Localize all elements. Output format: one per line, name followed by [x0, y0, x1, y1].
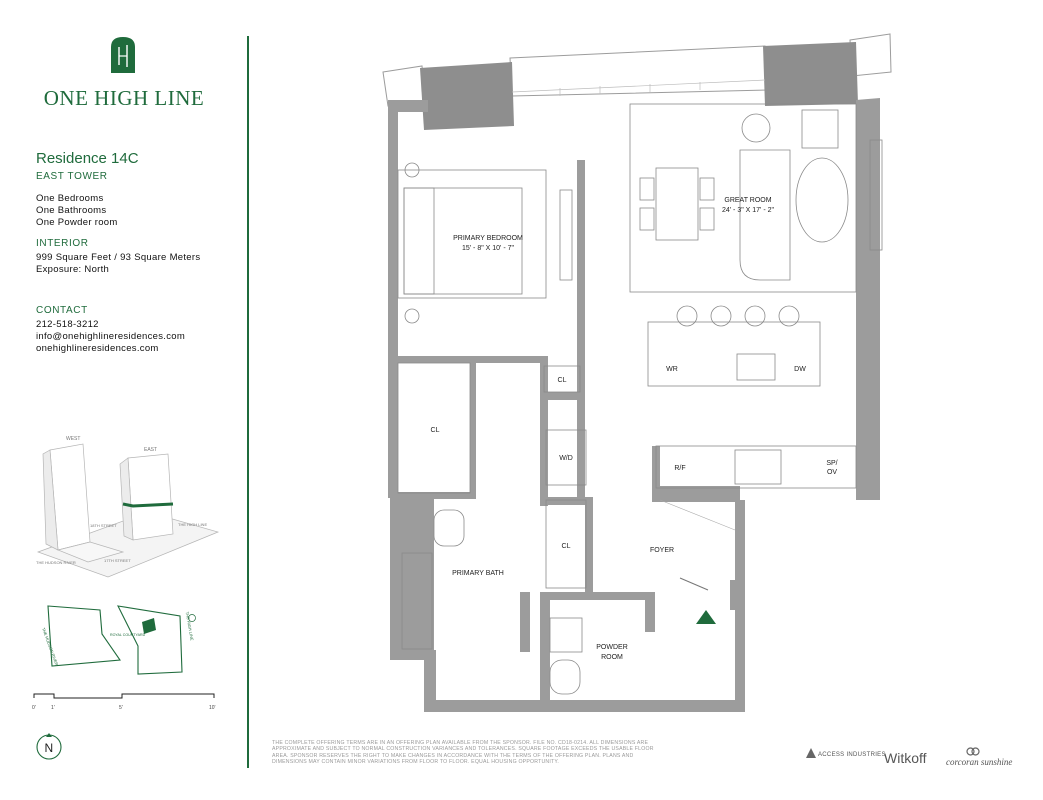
- floor-plan: GREAT ROOM 24' - 3" X 17' - 2" PRIMARY B…: [382, 33, 892, 712]
- contact-heading: CONTACT: [36, 305, 88, 316]
- scale-bar: 0' 1' 5' 10': [32, 693, 216, 711]
- aerial-label-high-line: THE HIGH LINE: [178, 522, 207, 527]
- structural-columns: [420, 42, 858, 130]
- interior-walls: [398, 160, 738, 702]
- sidebar-divider: [247, 36, 249, 768]
- room-label-sp: SP/: [826, 460, 837, 467]
- room-count-list: One Bedrooms One Bathrooms One Powder ro…: [36, 193, 118, 229]
- contact-details: 212-518-3212 info@onehighlineresidences.…: [36, 319, 185, 355]
- sitemap-label-high-line: THE HIGH LINE: [185, 611, 195, 641]
- room-dims-great-room: 24' - 3" X 17' - 2": [722, 207, 775, 214]
- brand-access-industries: ACCESS INDUSTRIES: [818, 752, 886, 758]
- scale-label-1: 1': [51, 705, 55, 711]
- sitemap-label-courtyard: ROYAL COURTYARD: [110, 633, 146, 637]
- scale-label-10: 10': [209, 705, 216, 711]
- brand-witkoff: Witkoff: [884, 750, 927, 766]
- aerial-label-17th-street: 17TH STREET: [104, 558, 131, 563]
- room-label-foyer: FOYER: [650, 547, 674, 554]
- building-aerial-illustration: WEST EAST 18TH STREET 17TH STREET THE HI…: [36, 436, 220, 578]
- scale-label-5: 5': [119, 705, 123, 711]
- room-count-bathrooms: One Bathrooms: [36, 205, 107, 216]
- aerial-label-18th-street: 18TH STREET: [90, 523, 117, 528]
- logo-wordmark: ONE HIGH LINE: [43, 86, 205, 110]
- compass-north-label: N: [45, 741, 54, 755]
- aerial-label-east: EAST: [144, 447, 157, 453]
- room-label-cl-bath: CL: [562, 543, 571, 550]
- north-compass-icon: N: [36, 733, 62, 760]
- brand-corcoran-sunshine: corcoran sunshine: [946, 757, 1013, 767]
- interior-heading: INTERIOR: [36, 238, 89, 249]
- residence-title: Residence 14C: [36, 150, 139, 167]
- room-count-powder: One Powder room: [36, 217, 118, 228]
- scale-label-0: 0': [32, 705, 36, 711]
- legal-disclaimer: THE COMPLETE OFFERING TERMS ARE IN AN OF…: [272, 740, 654, 765]
- room-label-room: ROOM: [601, 654, 623, 661]
- exterior-walls: [388, 98, 880, 712]
- room-label-rf: R/F: [674, 465, 685, 472]
- entry-door: [679, 577, 709, 591]
- entrance-marker-icon: [696, 610, 716, 624]
- room-label-cl-hall: CL: [558, 377, 567, 384]
- room-label-great-room: GREAT ROOM: [724, 197, 771, 204]
- window-mullions: [511, 79, 766, 96]
- room-label-primary-bedroom: PRIMARY BEDROOM: [453, 235, 523, 242]
- room-count-bedrooms: One Bedrooms: [36, 193, 104, 204]
- fixtures: [397, 103, 883, 695]
- room-dims-primary-bedroom: 15' - 8" X 10' - 7": [462, 245, 515, 252]
- contact-email[interactable]: info@onehighlineresidences.com: [36, 331, 186, 342]
- residence-tower: EAST TOWER: [36, 171, 108, 182]
- access-industries-logo-icon: [806, 748, 816, 758]
- site-map: THE HUDSON RIVER THE HIGH LINE ROYAL COU…: [41, 605, 196, 675]
- room-label-cl-bedroom: CL: [431, 427, 440, 434]
- room-label-powder: POWDER: [596, 644, 628, 651]
- room-label-wr: WR: [666, 366, 678, 373]
- room-label-primary-bath: PRIMARY BATH: [452, 570, 504, 577]
- room-label-dw: DW: [794, 366, 806, 373]
- interior-area: 999 Square Feet / 93 Square Meters: [36, 252, 201, 263]
- room-label-wd: W/D: [559, 455, 573, 462]
- contact-phone[interactable]: 212-518-3212: [36, 319, 99, 330]
- room-label-ov: OV: [827, 469, 837, 476]
- one-high-line-monogram-icon: [111, 37, 135, 73]
- aerial-label-west: WEST: [66, 436, 80, 442]
- interior-exposure: Exposure: North: [36, 264, 110, 275]
- interior-details: 999 Square Feet / 93 Square Meters Expos…: [36, 252, 200, 276]
- aerial-label-hudson: THE HUDSON RIVER: [36, 560, 76, 565]
- contact-website[interactable]: onehighlineresidences.com: [36, 343, 159, 354]
- sidebar: ONE HIGH LINE Residence 14C EAST TOWER O…: [0, 0, 248, 800]
- corcoran-logo-icon: [966, 747, 980, 756]
